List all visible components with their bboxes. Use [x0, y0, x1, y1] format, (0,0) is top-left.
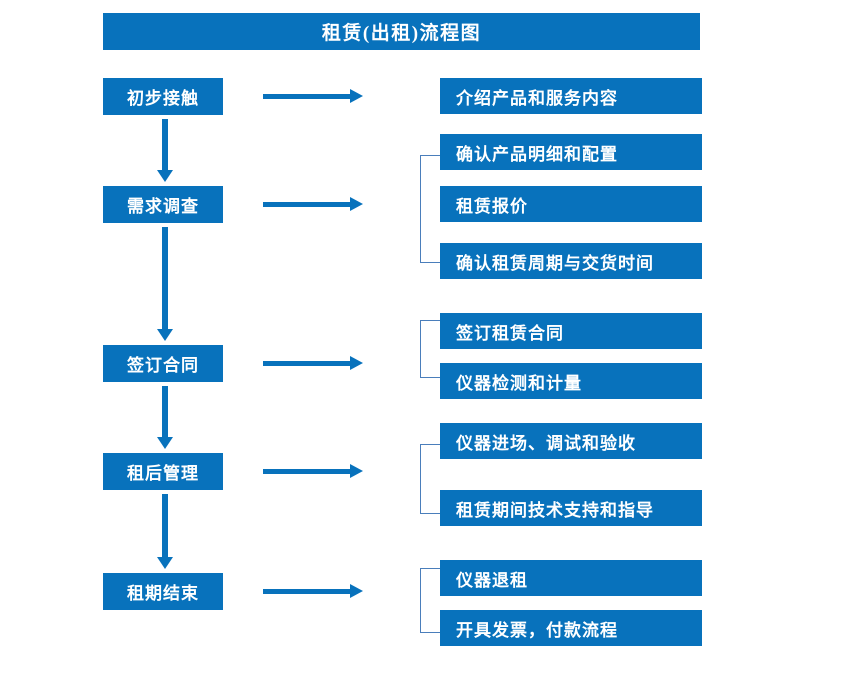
group-bracket-post-rental-management	[420, 444, 440, 514]
group-bracket-rental-end	[420, 568, 440, 633]
detail-box-instrument-return[interactable]: 仪器退租	[440, 560, 702, 596]
group-bracket-sign-contract	[420, 320, 440, 378]
stage-box-sign-contract[interactable]: 签订合同	[103, 345, 223, 382]
detail-box-rental-quotation[interactable]: 租赁报价	[440, 186, 702, 222]
detail-box-invoice-payment[interactable]: 开具发票，付款流程	[440, 610, 702, 646]
right-arrow-stage2-details	[263, 197, 363, 211]
stage-box-requirement-survey[interactable]: 需求调查	[103, 186, 223, 223]
stage-box-initial-contact[interactable]: 初步接触	[103, 78, 223, 115]
right-arrow-stage5-details	[263, 584, 363, 598]
right-arrow-stage1-details	[263, 89, 363, 103]
flowchart-title: 租赁(出租)流程图	[103, 13, 700, 50]
detail-box-technical-support[interactable]: 租赁期间技术支持和指导	[440, 490, 702, 526]
detail-box-instrument-inspection[interactable]: 仪器检测和计量	[440, 363, 702, 399]
stage-box-post-rental-management[interactable]: 租后管理	[103, 453, 223, 490]
detail-box-sign-rental-contract[interactable]: 签订租赁合同	[440, 313, 702, 349]
down-arrow-stage4-stage5	[157, 494, 173, 569]
stage-box-rental-end[interactable]: 租期结束	[103, 573, 223, 610]
detail-box-confirm-product-details[interactable]: 确认产品明细和配置	[440, 134, 702, 170]
detail-box-introduce-products[interactable]: 介绍产品和服务内容	[440, 78, 702, 114]
detail-box-instrument-entry-commissioning[interactable]: 仪器进场、调试和验收	[440, 423, 702, 459]
right-arrow-stage3-details	[263, 356, 363, 370]
down-arrow-stage1-stage2	[157, 119, 173, 182]
right-arrow-stage4-details	[263, 464, 363, 478]
down-arrow-stage2-stage3	[157, 227, 173, 341]
down-arrow-stage3-stage4	[157, 386, 173, 449]
group-bracket-requirement-survey	[420, 155, 440, 263]
detail-box-confirm-rental-period[interactable]: 确认租赁周期与交货时间	[440, 243, 702, 279]
